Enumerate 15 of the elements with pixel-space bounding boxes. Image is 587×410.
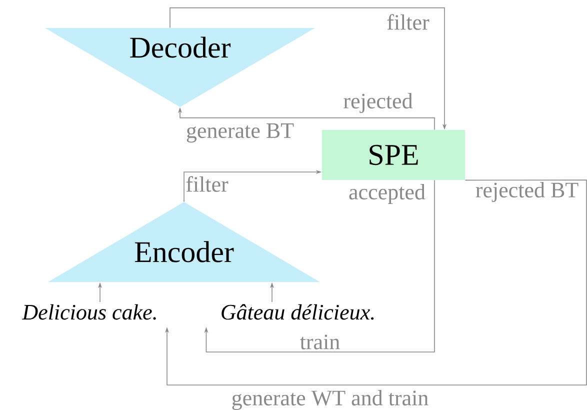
text-label: generate WT and train (232, 390, 428, 410)
spe-box: SPE (322, 130, 465, 180)
arrow (164, 180, 587, 386)
edge-label: accepted (349, 184, 426, 204)
arrow (204, 180, 435, 352)
text-label: train (300, 334, 340, 350)
edge-label: rejected (344, 93, 413, 113)
edge-label: rejected BT (476, 182, 578, 202)
decoder-triangle: Decoder (45, 28, 315, 107)
encoder-triangle: Encoder (48, 202, 320, 282)
text-label: generate BT (186, 123, 294, 143)
edge-label: filter (186, 176, 228, 192)
input-sentence: Gâteau délicieux. (222, 304, 374, 320)
input-sentence: Delicious cake. (22, 304, 156, 320)
edge-label: filter (387, 14, 430, 30)
